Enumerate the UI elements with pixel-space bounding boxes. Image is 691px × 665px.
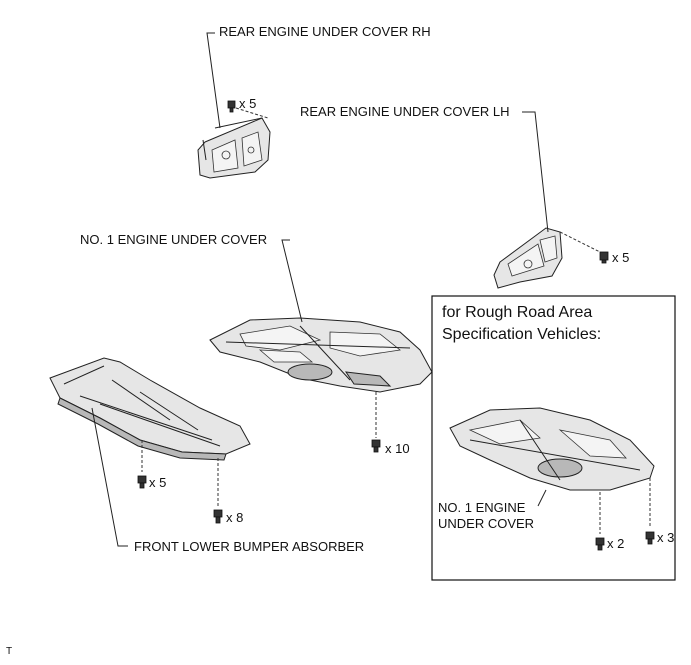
absorber-clip-quantity: x 5: [149, 475, 167, 490]
rear-engine-under-cover-lh-part: [493, 227, 563, 289]
no1-engine-under-cover-part: [209, 317, 433, 393]
footer-mark: T: [6, 646, 13, 657]
inset-title-line1: for Rough Road Area: [442, 304, 593, 321]
rear-lh-label: REAR ENGINE UNDER COVER LH: [300, 104, 510, 119]
rear-rh-leader: [206, 32, 221, 129]
absorber-bolt-quantity: x 8: [226, 510, 244, 525]
inset-quantity-b: x 3: [657, 530, 675, 545]
no1-cover-bolt-icon: [371, 439, 381, 453]
no1-cover-label: NO. 1 ENGINE UNDER COVER: [80, 232, 268, 247]
inset-no1-engine-under-cover-part: [449, 407, 655, 491]
absorber-clip-icon: [137, 475, 147, 489]
rear-rh-label: REAR ENGINE UNDER COVER RH: [219, 24, 431, 39]
rear-lh-fastener-line: [559, 231, 601, 253]
inset-bolt-icon-a: [595, 537, 605, 551]
inset-cover-label-line2: UNDER COVER: [438, 516, 535, 531]
rear-rh-clip-icon: [227, 100, 236, 113]
inset-bolt-icon-b: [645, 531, 655, 545]
absorber-bolt-icon: [213, 509, 223, 524]
front-lower-bumper-absorber-part: [49, 357, 251, 461]
inset-cover-leader: [537, 489, 547, 507]
rear-lh-clip-icon: [599, 251, 609, 264]
rear-rh-quantity: x 5: [239, 96, 257, 111]
rough-road-inset-box: [431, 295, 676, 581]
no1-cover-leader: [281, 239, 303, 323]
rear-lh-leader: [522, 111, 549, 233]
inset-quantity-a: x 2: [607, 536, 625, 551]
front-absorber-leader: [91, 407, 128, 547]
rear-lh-quantity: x 5: [612, 250, 630, 265]
inset-cover-label-line1: NO. 1 ENGINE: [438, 500, 526, 515]
rear-engine-under-cover-rh-part: [197, 117, 271, 179]
inset-title-line2: Specification Vehicles:: [442, 326, 602, 343]
rear-rh-fastener-line: [235, 107, 269, 119]
front-absorber-label: FRONT LOWER BUMPER ABSORBER: [134, 539, 365, 554]
no1-cover-quantity: x 10: [385, 441, 410, 456]
